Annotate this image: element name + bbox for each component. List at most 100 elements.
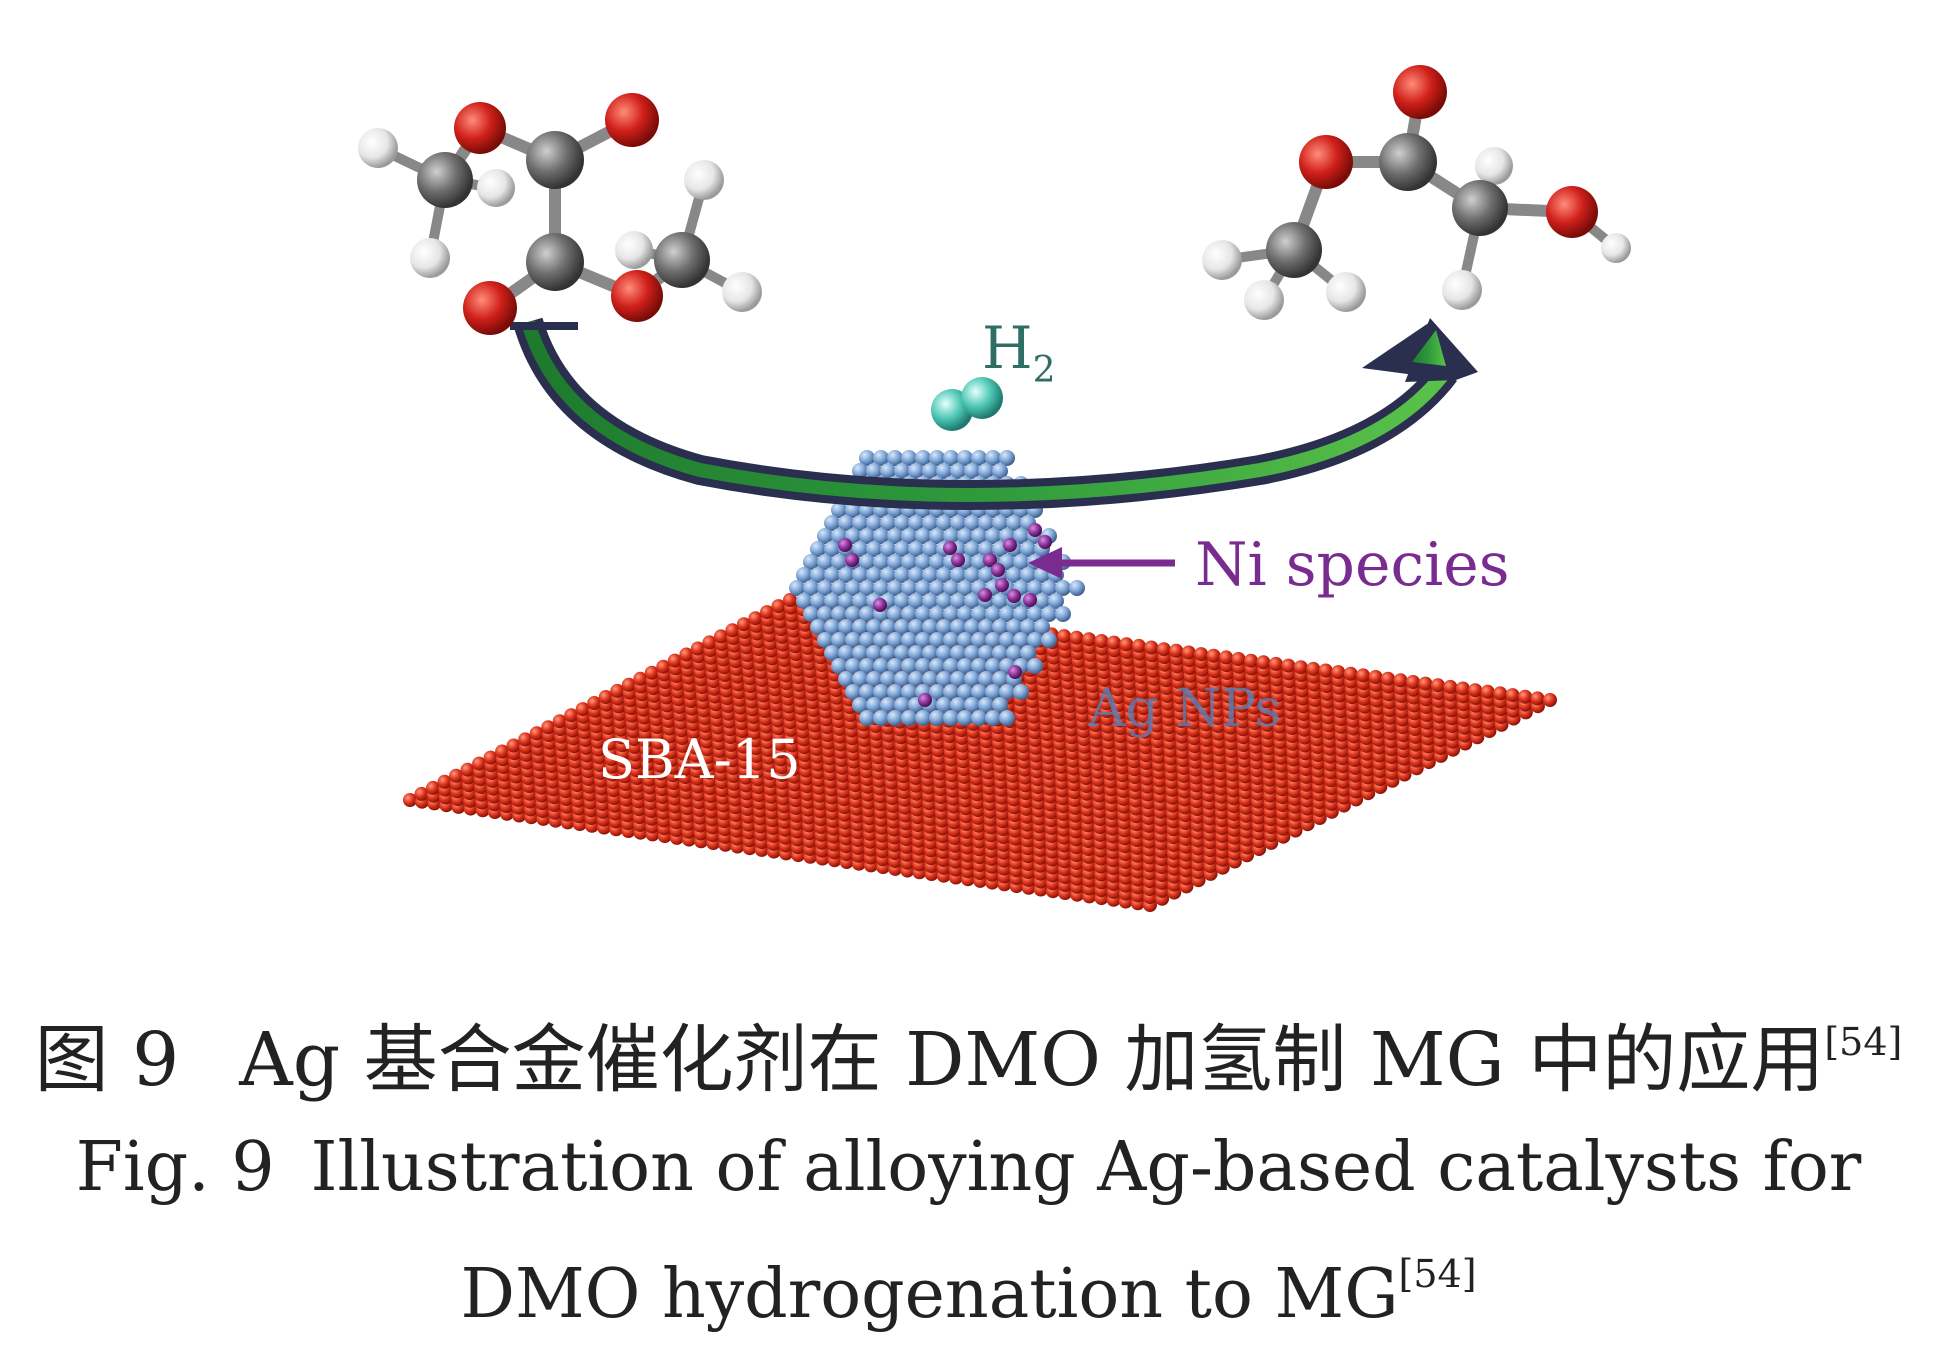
ag-atom (922, 593, 938, 609)
ag-atom (950, 593, 966, 609)
support-atom (414, 786, 429, 801)
ag-atom (929, 554, 945, 570)
ag-atom (929, 450, 945, 466)
ag-atom (810, 541, 826, 557)
ni-atom (918, 693, 932, 707)
ag-atom (985, 658, 1001, 674)
ag-atom (887, 710, 903, 726)
ag-atom (985, 684, 1001, 700)
ag-atom (852, 645, 868, 661)
ag-atom (887, 606, 903, 622)
ag-atom (838, 671, 854, 687)
sba15-label: SBA-15 (598, 728, 801, 791)
ag-atom (978, 645, 994, 661)
ni-atom (845, 553, 859, 567)
ag-atom (859, 710, 875, 726)
ag-atom (852, 619, 868, 635)
ag-atom (943, 450, 959, 466)
ag-atom (929, 658, 945, 674)
support-atom (748, 611, 763, 626)
support-atom (1094, 634, 1109, 648)
ag-atom (831, 554, 847, 570)
ag-atom (936, 619, 952, 635)
support-atom (1343, 666, 1358, 681)
support-atom (552, 714, 567, 729)
ag-atom (915, 580, 931, 596)
ag-atom (908, 567, 924, 583)
ag-atom (796, 593, 812, 609)
ni-species-label: Ni species (1195, 530, 1510, 600)
ag-atom (824, 645, 840, 661)
ag-atom (908, 619, 924, 635)
ni-atom (951, 553, 965, 567)
ag-atom (838, 567, 854, 583)
ag-atom (1055, 580, 1071, 596)
ag-atom (901, 528, 917, 544)
support-atom (1268, 656, 1283, 671)
ag-atom (1006, 515, 1022, 531)
ag-atom (985, 528, 1001, 544)
ag-atom (957, 450, 973, 466)
ag-atom (880, 645, 896, 661)
ag-atom (992, 671, 1008, 687)
ag-atom (817, 528, 833, 544)
ag-atom (929, 710, 945, 726)
ag-atom (915, 450, 931, 466)
support-atom (1418, 676, 1433, 691)
ag-atom (831, 632, 847, 648)
ag-atom (908, 541, 924, 557)
ag-atom (866, 541, 882, 557)
ag-atom (866, 567, 882, 583)
ag-atom (922, 567, 938, 583)
ag-atom (880, 697, 896, 713)
support-atom (1493, 686, 1508, 701)
support-atom (1144, 640, 1159, 655)
support-atom (437, 774, 452, 789)
ag-atom (796, 567, 812, 583)
support-atom (783, 593, 797, 607)
ag-atom (964, 645, 980, 661)
ag-atom (852, 671, 868, 687)
ag-atom (817, 606, 833, 622)
ag-atom (943, 580, 959, 596)
ag-atom (859, 606, 875, 622)
ag-atom (950, 463, 966, 479)
ag-atom (852, 567, 868, 583)
support-atom (1106, 635, 1121, 650)
ag-atom (964, 593, 980, 609)
support-atom (1206, 648, 1221, 663)
ag-atom (950, 567, 966, 583)
ag-atom (880, 671, 896, 687)
ag-atom (936, 515, 952, 531)
ag-atom (915, 710, 931, 726)
ag-atom (929, 684, 945, 700)
ag-atom (1048, 593, 1064, 609)
support-atom (1156, 642, 1171, 657)
support-atom (1368, 670, 1383, 684)
ag-atom (873, 528, 889, 544)
ag-atom (908, 645, 924, 661)
support-atom (1480, 684, 1495, 699)
ag-atom (929, 606, 945, 622)
ag-atom (1055, 606, 1071, 622)
ag-atom (831, 606, 847, 622)
ag-atom (978, 567, 994, 583)
ag-atom (908, 593, 924, 609)
ag-atom (978, 697, 994, 713)
support-atom (1256, 655, 1271, 670)
ag-atom (999, 632, 1015, 648)
ag-atom (845, 632, 861, 648)
ag-atom (887, 658, 903, 674)
ag-atom (810, 567, 826, 583)
ag-atom (943, 684, 959, 700)
ag-atom (957, 528, 973, 544)
support-atom (564, 708, 579, 723)
ag-atom (866, 463, 882, 479)
ag-atom (936, 697, 952, 713)
ag-atom (964, 515, 980, 531)
support-atom (1119, 637, 1134, 652)
h2-molecule (931, 377, 1003, 431)
ag-atom (1027, 580, 1043, 596)
support-atom (725, 623, 740, 638)
ag-atom (817, 632, 833, 648)
